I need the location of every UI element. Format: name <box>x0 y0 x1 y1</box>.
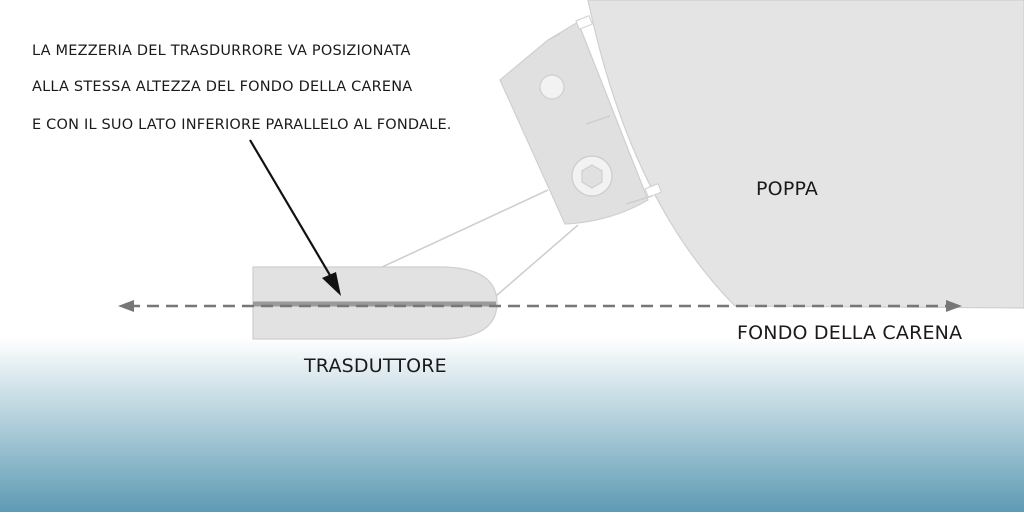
instruction-line-2: ALLA STESSA ALTEZZA DEL FONDO DELLA CARE… <box>32 79 413 95</box>
bracket-rod-upper <box>379 189 549 269</box>
hex-socket <box>581 164 603 189</box>
pointer-arrow-head <box>322 272 341 296</box>
transducer-label: TRASDUTTORE <box>304 355 447 377</box>
pointer-arrow-shaft <box>249 139 335 283</box>
instruction-line-1: LA MEZZERIA DEL TRASDURRORE VA POSIZIONA… <box>32 43 411 59</box>
bracket-rod-lower <box>495 224 579 297</box>
dashed-line-right-arrowhead <box>946 300 962 312</box>
instruction-line-3: E CON IL SUO LATO INFERIORE PARALLELO AL… <box>32 117 452 133</box>
water-background <box>0 338 1024 512</box>
stern-hull <box>587 0 1024 309</box>
dashed-line-left-arrowhead <box>118 300 134 312</box>
bracket-hole <box>539 74 565 100</box>
stern-label: POPPA <box>756 178 819 200</box>
mounting-bracket <box>499 15 663 225</box>
hull-bottom-label: FONDO DELLA CARENA <box>737 322 963 344</box>
